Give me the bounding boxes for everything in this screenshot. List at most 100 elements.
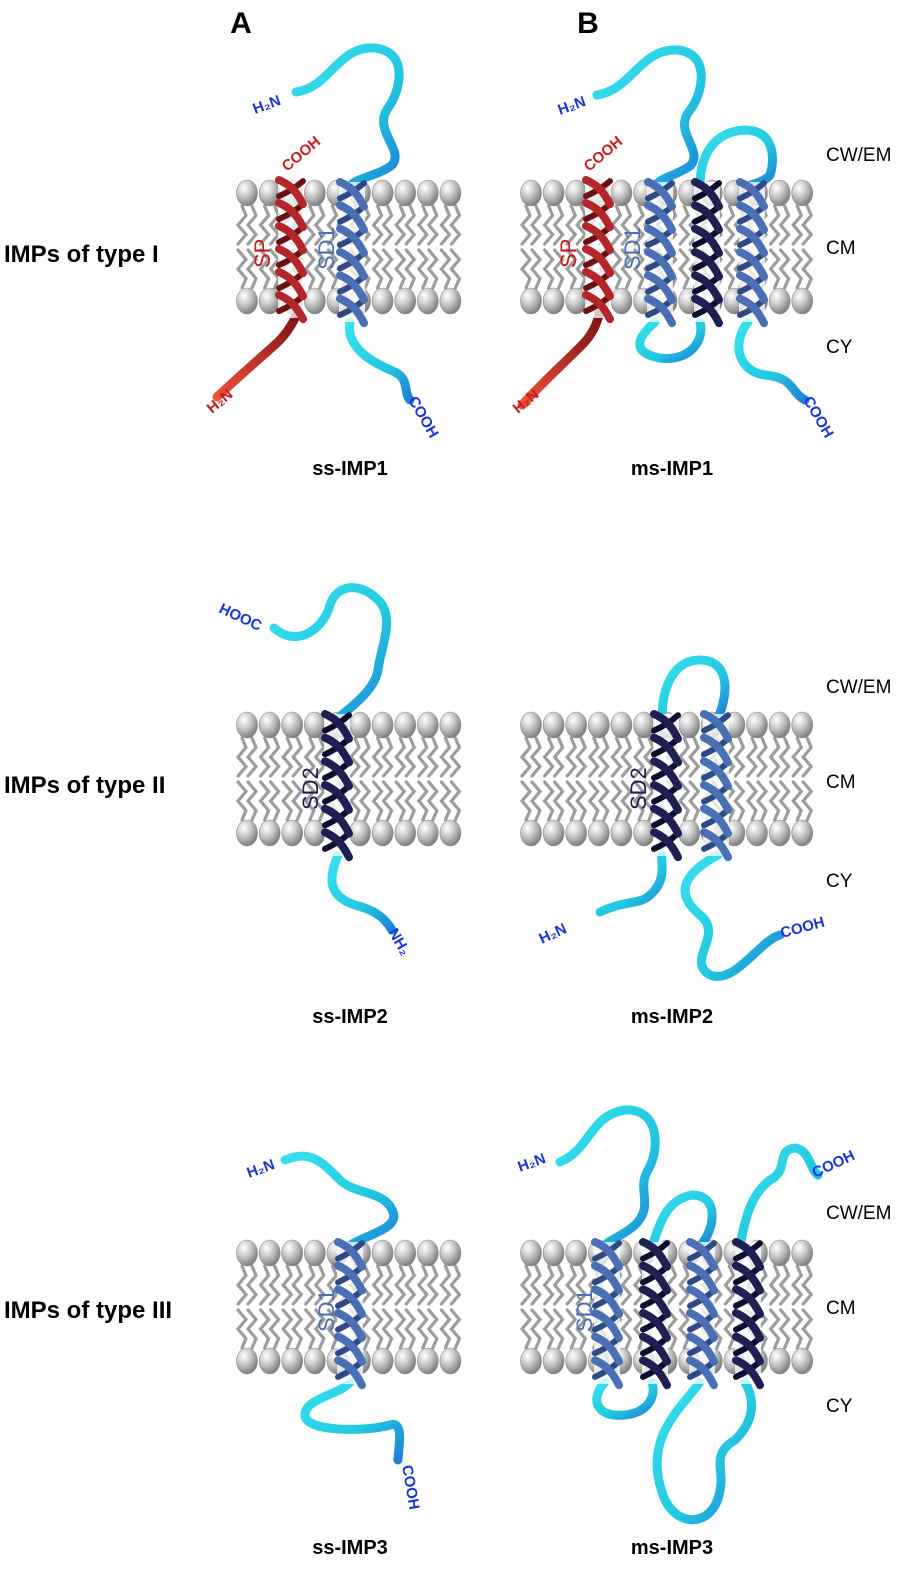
lipid-tail [668,1266,676,1304]
lipid-tail [545,250,553,288]
lipid-tail [793,206,801,244]
lipid-head [769,712,790,738]
lipid-tail [384,1266,392,1304]
lipid-tail [803,782,811,820]
lipid-tail [429,250,437,288]
lipid-head [543,180,564,206]
lipid-tail [803,738,811,776]
lipid-tail [261,782,269,820]
lipid-head [566,820,587,846]
lipid-tail [567,206,575,244]
lipid-tail [522,250,530,288]
lipid-head [259,1240,280,1266]
lipid-head [395,820,416,846]
lipid-tail [429,206,437,244]
lipid-tail [522,1310,530,1348]
lipid-tail [555,1310,563,1348]
lipid-head [259,820,280,846]
lipid-tail [406,206,414,244]
cytoplasmic-tail [305,1382,400,1460]
lipid-head [237,288,258,314]
lipid-head [304,1348,325,1374]
lipid-head [372,180,393,206]
lipid-tail [532,1266,540,1304]
region-label-cy: CY [826,871,853,892]
region-label-cw-em: CW/EM [826,677,891,698]
lipid-head [417,180,438,206]
lipid-tail [771,1266,779,1304]
lipid-tail [374,250,382,288]
lipid-head [304,180,325,206]
lipid-tail [451,738,459,776]
lipid-tail [248,1310,256,1348]
lipid-tail [803,1310,811,1348]
lipid-head [588,712,609,738]
lipid-head [792,288,813,314]
caption-ss-imp1: ss-IMP1 [312,458,388,480]
tm-helix-3 [739,182,765,323]
lipid-tail [735,738,743,776]
sp-label: SP [556,239,581,268]
lipid-tail [271,782,279,820]
lipid-head [543,1348,564,1374]
tm-helix-2 [694,182,720,323]
lipid-head [521,1240,542,1266]
region-label-cy: CY [826,1396,853,1417]
lipid-tail [532,738,540,776]
lipid-tail [406,250,414,288]
loop-cyt-2 [657,1382,752,1520]
lipid-head [792,1348,813,1374]
lipid-head [237,712,258,738]
lipid-tail [680,1310,688,1348]
lipid-tail [758,738,766,776]
sp-n-terminus: H₂N [204,386,237,417]
sp-helix [585,180,611,319]
lipid-head [417,820,438,846]
lipid-tail [600,738,608,776]
lipid-tail [419,738,427,776]
lipid-tail [545,738,553,776]
sd2-helix [324,714,350,857]
lipid-tail [748,782,756,820]
cytoplasmic-tail [332,855,392,930]
lipid-head [769,820,790,846]
lipid-head [566,1348,587,1374]
lipid-tail [384,206,392,244]
lipid-tail [441,206,449,244]
lipid-head [417,288,438,314]
lipid-tail [261,206,269,244]
lipid-tail [803,206,811,244]
lipid-tail [261,738,269,776]
region-label-cm: CM [826,772,856,793]
cytoplasmic-loop [349,322,410,400]
n-terminus: H₂N [516,1150,548,1176]
lipid-head [566,1240,587,1266]
tm-helix-2 [703,714,729,857]
loop-cyt-1 [597,1382,653,1415]
lipid-tail [725,1266,733,1304]
lipid-tail [238,738,246,776]
lipid-tail [283,782,291,820]
lipid-tail [793,738,801,776]
lipid-tail [261,1310,269,1348]
lipid-tail [577,738,585,776]
sd1-helix [337,1242,363,1385]
lipid-tail [803,1266,811,1304]
lipid-head [395,288,416,314]
lipid-tail [248,1266,256,1304]
tm-helix-4 [735,1242,761,1385]
loop-n [560,1110,655,1246]
lipid-head [440,1348,461,1374]
lipid-tail [781,782,789,820]
lipid-tail [680,738,688,776]
caption-ms-imp3: ms-IMP3 [631,1537,713,1559]
lipid-tail [374,206,382,244]
lipid-tail [374,1310,382,1348]
lipid-tail [384,782,392,820]
lipid-tail [441,250,449,288]
lipid-tail [419,782,427,820]
loop-c [739,322,805,400]
lipid-tail [441,1310,449,1348]
c-terminus: COOH [800,394,837,441]
